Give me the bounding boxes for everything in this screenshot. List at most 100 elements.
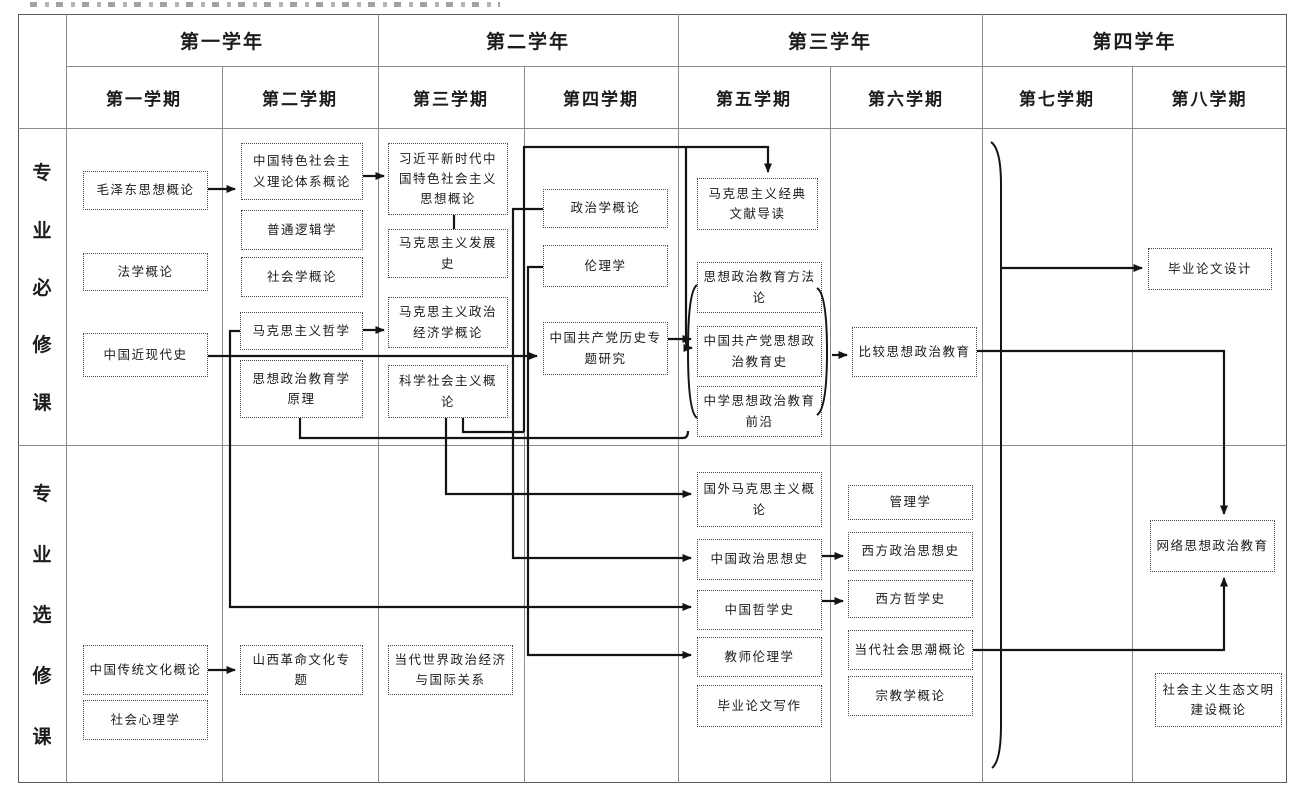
semester-header-2: 第二学期 [262,89,338,109]
semester-header-6: 第六学期 [868,89,944,109]
course-box-sizhengyuanli: 思想政治教育学原理 [240,360,363,418]
course-box-label: 政治学概论 [570,201,641,216]
course-box-label: 普通逻辑学 [266,222,337,237]
course-box-label: 中国政治思想史 [710,552,809,567]
course-box-label: 中国哲学史 [724,602,795,617]
section-label-char: 课 [32,727,52,749]
section-label-char: 课 [32,392,52,414]
course-box-wangluosizheng: 网络思想政治教育 [1150,520,1275,572]
course-box-label: 中国共产党思想政治教育史 [703,334,816,369]
course-box-zhongguozhengzhisixiangshi: 中国政治思想史 [697,539,822,580]
course-box-label: 法学概论 [117,264,174,279]
section-label-char: 专 [32,163,52,185]
grid-v-4 [678,14,679,783]
semester-header-4: 第四学期 [563,89,639,109]
course-box-label: 宗教学概论 [875,688,946,703]
grid-v-2 [378,14,379,783]
semester-header-1: 第一学期 [106,89,182,109]
course-box-zhongguozhexueshi: 中国哲学史 [697,590,822,630]
course-box-label: 习近平新时代中国特色社会主义思想概论 [398,151,497,207]
course-box-label: 中国共产党历史专题研究 [549,331,662,366]
course-box-guowaimakesi: 国外马克思主义概论 [697,472,822,527]
course-box-luojixue: 普通逻辑学 [241,210,363,250]
grid-v-1 [222,66,223,783]
course-box-label: 西方政治思想史 [861,544,960,559]
section-label-char: 业 [32,544,52,566]
course-box-chuantongwenhua: 中国传统文化概论 [83,645,208,695]
course-box-bijiaosizheng: 比较思想政治教育 [852,327,977,377]
grid-v-7 [1132,66,1133,783]
course-box-label: 马克思主义哲学 [252,323,351,338]
course-box-label: 比较思想政治教育 [858,344,971,359]
course-box-label: 教师伦理学 [724,649,795,664]
course-box-label: 中国特色社会主义理论体系概论 [252,154,351,189]
course-box-mafazhanshi: 马克思主义发展史 [388,229,508,278]
course-box-mazhengjing: 马克思主义政治经济学概论 [388,297,508,348]
section-label-char: 修 [32,335,52,357]
course-box-maogailun: 毛泽东思想概论 [83,171,208,210]
course-box-jiaoshilunlixue: 教师伦理学 [697,637,822,677]
grid-v-5 [830,66,831,783]
grid-h-section [18,445,1287,446]
grid-v-3 [524,66,525,783]
course-box-label: 毛泽东思想概论 [96,183,195,198]
course-box-label: 马克思主义发展史 [398,236,497,271]
course-box-dangshizhuanti: 中国共产党历史专题研究 [543,322,668,375]
course-box-shengtaiwenming: 社会主义生态文明建设概论 [1155,673,1282,727]
section-label-char: 必 [32,277,52,299]
course-box-label: 毕业论文设计 [1167,261,1252,276]
course-box-label: 毕业论文写作 [717,698,802,713]
course-box-label: 管理学 [889,495,932,510]
course-box-xifangzhexueshi: 西方哲学史 [848,580,973,618]
course-box-jinxiandaishi: 中国近现代史 [83,333,208,377]
section-label-char: 业 [32,220,52,242]
year-header-3: 第三学年 [787,31,872,53]
semester-header-3: 第三学期 [413,89,489,109]
section-label-char: 专 [32,483,52,505]
course-box-label: 社会学概论 [266,269,337,284]
cropped-caption-fragment [30,2,500,7]
course-box-label: 马克思主义经典文献导读 [708,186,807,221]
course-box-faxue: 法学概论 [83,253,208,291]
course-box-label: 山西革命文化专题 [252,652,351,687]
course-box-lunlixue: 伦理学 [543,245,668,287]
course-box-shehuixinlixue: 社会心理学 [83,700,208,740]
course-box-zhongtelilun: 中国特色社会主义理论体系概论 [241,143,363,200]
course-box-xigai: 习近平新时代中国特色社会主义思想概论 [388,143,508,215]
grid-v-6 [982,14,983,783]
course-box-fangfalun: 思想政治教育方法论 [697,262,822,313]
course-box-label: 社会主义生态文明建设概论 [1162,682,1275,717]
course-box-zhongxuesizheng: 中学思想政治教育前沿 [697,386,822,437]
year-header-4: 第四学年 [1092,31,1177,53]
semester-header-5: 第五学期 [716,89,792,109]
course-box-dangdaisichao: 当代社会思潮概论 [848,630,973,670]
grid-h-sem [18,128,1287,129]
course-box-guanlixue: 管理学 [848,485,973,520]
section-label-elective: 专业选修课 [18,445,66,783]
section-label-char: 选 [32,605,52,627]
course-box-shehuixue: 社会学概论 [241,257,363,297]
course-box-label: 中学思想政治教育前沿 [703,394,816,429]
course-box-xifangzhengzhisixiangshi: 西方政治思想史 [848,532,973,571]
course-box-label: 中国传统文化概论 [89,662,202,677]
course-box-zongjiaoxue: 宗教学概论 [848,676,973,716]
course-box-biyelunwensheji: 毕业论文设计 [1148,248,1272,290]
course-box-zhengzhixue: 政治学概论 [543,189,668,228]
course-box-dangdaishijie: 当代世界政治经济与国际关系 [388,645,513,695]
course-box-shanxigeming: 山西革命文化专题 [240,645,363,695]
course-box-jingdianwenxian: 马克思主义经典文献导读 [697,178,818,230]
course-box-label: 思想政治教育方法论 [703,270,816,305]
course-box-label: 中国近现代史 [103,347,188,362]
course-box-label: 网络思想政治教育 [1156,538,1269,553]
course-box-mazhe: 马克思主义哲学 [240,312,363,350]
semester-header-7: 第七学期 [1019,89,1095,109]
table-outer-border [18,14,1287,783]
course-box-label: 伦理学 [584,258,627,273]
year-header-1: 第一学年 [179,31,264,53]
grid-h-year [66,66,1287,67]
course-box-zhonggongsizhengshi: 中国共产党思想政治教育史 [697,326,822,377]
section-label-required: 专业必修课 [18,128,66,445]
course-box-label: 国外马克思主义概论 [703,482,816,517]
course-box-label: 科学社会主义概论 [398,374,497,409]
course-box-label: 马克思主义政治经济学概论 [398,305,497,340]
